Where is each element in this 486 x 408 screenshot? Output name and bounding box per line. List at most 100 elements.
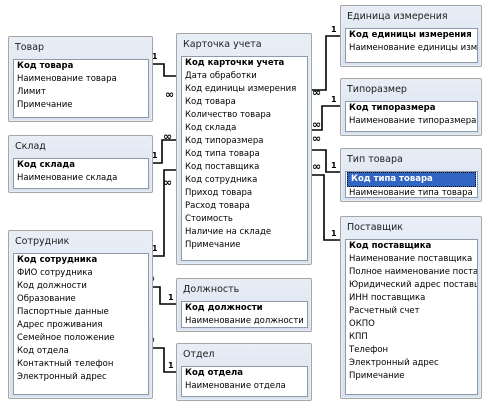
field-row[interactable]: Контактный телефон bbox=[17, 359, 114, 369]
field-row[interactable]: Наименование типа товара bbox=[349, 188, 473, 198]
relationship-line-sotrudnik[interactable] bbox=[151, 169, 176, 257]
relationship-line-otdel[interactable] bbox=[151, 347, 176, 373]
field-row[interactable]: ОКПО bbox=[349, 319, 375, 329]
field-row[interactable]: Количество товара bbox=[185, 110, 271, 120]
field-row[interactable]: Образование bbox=[17, 294, 76, 304]
field-row[interactable]: Код должности bbox=[17, 281, 87, 291]
primary-key-field[interactable]: Код типоразмера bbox=[349, 103, 436, 113]
field-row[interactable]: Наименование поставщика bbox=[349, 254, 473, 264]
cardinality-many-label: ∞ bbox=[163, 176, 172, 189]
primary-key-field[interactable]: Код типа товара bbox=[347, 172, 476, 187]
cardinality-one-label: 1 bbox=[168, 361, 174, 370]
relationship-line-tovar[interactable] bbox=[151, 63, 176, 77]
field-row[interactable]: Расход товара bbox=[185, 201, 250, 211]
field-row[interactable]: Наименование типоразмера bbox=[349, 116, 477, 126]
field-row[interactable]: Паспортные данные bbox=[17, 307, 109, 317]
table-title[interactable]: Должность bbox=[183, 284, 240, 295]
field-row[interactable]: Телефон bbox=[349, 345, 389, 355]
field-row[interactable]: Наименование отдела bbox=[185, 381, 286, 391]
field-row[interactable]: Код отдела bbox=[17, 346, 69, 356]
relationship-line-tiptovara[interactable] bbox=[310, 149, 340, 173]
field-row[interactable]: Наименование склада bbox=[17, 173, 118, 183]
cardinality-one-label: 1 bbox=[331, 229, 337, 238]
field-row[interactable]: Электронный адрес bbox=[17, 372, 107, 382]
primary-key-field[interactable]: Код отдела bbox=[185, 368, 243, 378]
cardinality-one-label: 1 bbox=[168, 293, 174, 302]
table-title[interactable]: Карточка учета bbox=[183, 39, 262, 50]
field-row[interactable]: Приход товара bbox=[185, 188, 253, 198]
field-row[interactable]: Код поставщика bbox=[185, 162, 260, 172]
primary-key-field[interactable]: Код сотрудника bbox=[17, 255, 98, 265]
table-title[interactable]: Сотрудник bbox=[15, 236, 70, 247]
cardinality-many-label: ∞ bbox=[165, 88, 174, 101]
field-row[interactable]: Примечание bbox=[349, 371, 405, 381]
field-row[interactable]: Адрес проживания bbox=[17, 320, 103, 330]
primary-key-field[interactable]: Код должности bbox=[185, 303, 263, 313]
primary-key-field[interactable]: Код товара bbox=[17, 61, 74, 71]
field-row[interactable]: Код типоразмера bbox=[185, 136, 264, 146]
table-title[interactable]: Поставщик bbox=[347, 222, 403, 233]
field-row[interactable]: Семейное положение bbox=[17, 333, 115, 343]
table-title[interactable]: Единица измерения bbox=[347, 11, 448, 22]
field-row[interactable]: Наименование должности bbox=[185, 316, 304, 326]
field-row[interactable]: Расчетный счет bbox=[349, 306, 420, 316]
field-row[interactable]: Примечание bbox=[185, 240, 241, 250]
field-row[interactable]: КПП bbox=[349, 332, 368, 342]
field-row[interactable]: Полное наименование поста bbox=[349, 267, 477, 277]
field-row[interactable]: Юридический адрес поставщ bbox=[349, 280, 477, 290]
field-row[interactable]: Дата обработки bbox=[185, 71, 257, 81]
field-row[interactable]: Наименование товара bbox=[17, 74, 117, 84]
table-title[interactable]: Тип товара bbox=[347, 154, 403, 165]
field-row[interactable]: Наличие на складе bbox=[185, 227, 272, 237]
cardinality-many-label: ∞ bbox=[312, 118, 321, 131]
field-row[interactable]: Электронный адрес bbox=[349, 358, 439, 368]
primary-key-field[interactable]: Код склада bbox=[17, 160, 75, 170]
field-row[interactable]: Лимит bbox=[17, 87, 46, 97]
field-row[interactable]: Код сотрудника bbox=[185, 175, 258, 185]
table-title[interactable]: Склад bbox=[15, 141, 46, 152]
field-row[interactable]: Примечание bbox=[17, 100, 73, 110]
cardinality-one-label: 1 bbox=[331, 25, 337, 34]
field-row[interactable]: Стоимость bbox=[185, 214, 233, 224]
relationship-line-postavshik[interactable] bbox=[310, 174, 340, 241]
field-row[interactable]: ФИО сотрудника bbox=[17, 268, 93, 278]
primary-key-field[interactable]: Код поставщика bbox=[349, 241, 432, 251]
field-row[interactable]: Код единицы измерения bbox=[185, 84, 297, 94]
field-row[interactable]: Код склада bbox=[185, 123, 237, 133]
field-row[interactable]: Код типа товара bbox=[185, 149, 260, 159]
relationship-line-edinica[interactable] bbox=[310, 35, 340, 91]
primary-key-field[interactable]: Код карточки учета bbox=[185, 58, 285, 68]
cardinality-many-label: ∞ bbox=[312, 86, 321, 99]
table-title[interactable]: Типоразмер bbox=[347, 84, 407, 95]
field-row[interactable]: Код товара bbox=[185, 97, 236, 107]
table-title[interactable]: Товар bbox=[15, 42, 45, 53]
table-title[interactable]: Отдел bbox=[183, 349, 215, 360]
relationship-line-sklad[interactable] bbox=[151, 139, 176, 164]
field-row[interactable]: Наименование единицы изм bbox=[349, 43, 477, 53]
primary-key-field[interactable]: Код единицы измерения bbox=[349, 30, 472, 40]
relationship-line-tiporazmer[interactable] bbox=[310, 105, 340, 131]
relationship-line-dolzhnost[interactable] bbox=[151, 286, 176, 305]
field-row[interactable]: ИНН поставщика bbox=[349, 293, 426, 303]
